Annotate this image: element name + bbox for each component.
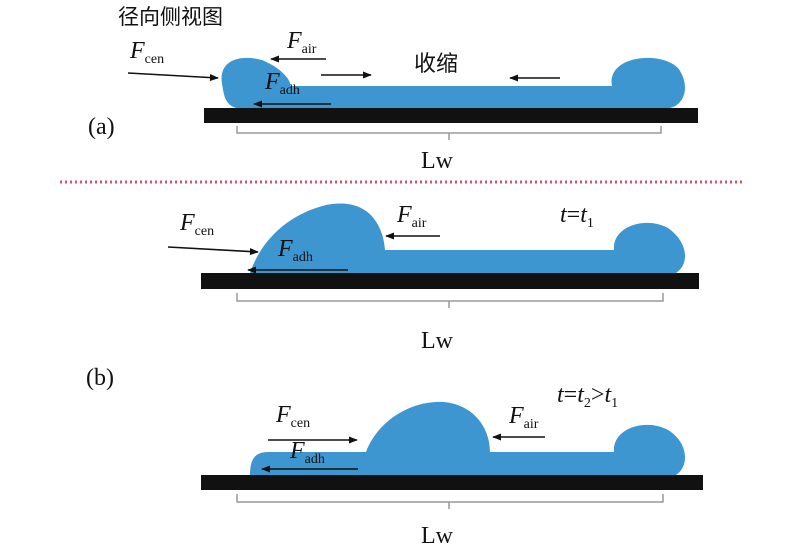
panel-a-shrink-label: 收缩 — [414, 52, 458, 77]
panel-b2-time-label: t=t2>t1 — [557, 382, 618, 411]
panel-b2-substrate — [201, 475, 703, 490]
panel-b2-width-bracket — [236, 494, 664, 509]
panel-b-label: (b) — [86, 365, 114, 391]
panel-b2-fcen-label: Fcen — [275, 402, 310, 431]
panel-b2-film — [250, 401, 686, 475]
panel-b2-fadh-label: Fadh — [289, 438, 325, 467]
panel-a-width-bracket — [236, 126, 662, 140]
panel-a-fcen-arrow — [127, 72, 219, 82]
panel-b-stage2: Fcen Fair Fadh t=t2>t1 Lw — [201, 382, 703, 549]
panel-b1-fcen-label: Fcen — [179, 210, 214, 239]
panel-b1-fair-label: Fair — [396, 202, 427, 231]
panel-a-film — [221, 57, 685, 108]
panel-b1-width-bracket — [236, 293, 664, 308]
panel-a-lw-label: Lw — [421, 148, 454, 174]
panel-b1-fadh-label: Fadh — [277, 236, 313, 265]
diagram-title: 径向侧视图 — [118, 5, 223, 29]
panel-b-stage1: Fcen Fair Fadh t=t1 Lw — [167, 202, 699, 354]
panel-b1-time-label: t=t1 — [560, 202, 594, 231]
panel-a-fadh-label: Fadh — [264, 69, 300, 98]
panel-a-substrate — [204, 108, 698, 123]
panel-a-fair-label: Fair — [286, 28, 317, 57]
panel-b2-fair-label: Fair — [508, 403, 539, 432]
panel-a: Fcen Fair Fadh 收缩 (a) Lw — [88, 28, 698, 174]
panel-a-fcen-label: Fcen — [129, 38, 164, 67]
panel-b1-film — [250, 203, 686, 273]
panel-b2-lw-label: Lw — [421, 523, 454, 549]
panel-b1-fcen-arrow — [167, 246, 259, 256]
panel-a-label: (a) — [88, 114, 115, 140]
panel-b1-substrate — [201, 273, 699, 289]
panel-b1-lw-label: Lw — [421, 328, 454, 354]
